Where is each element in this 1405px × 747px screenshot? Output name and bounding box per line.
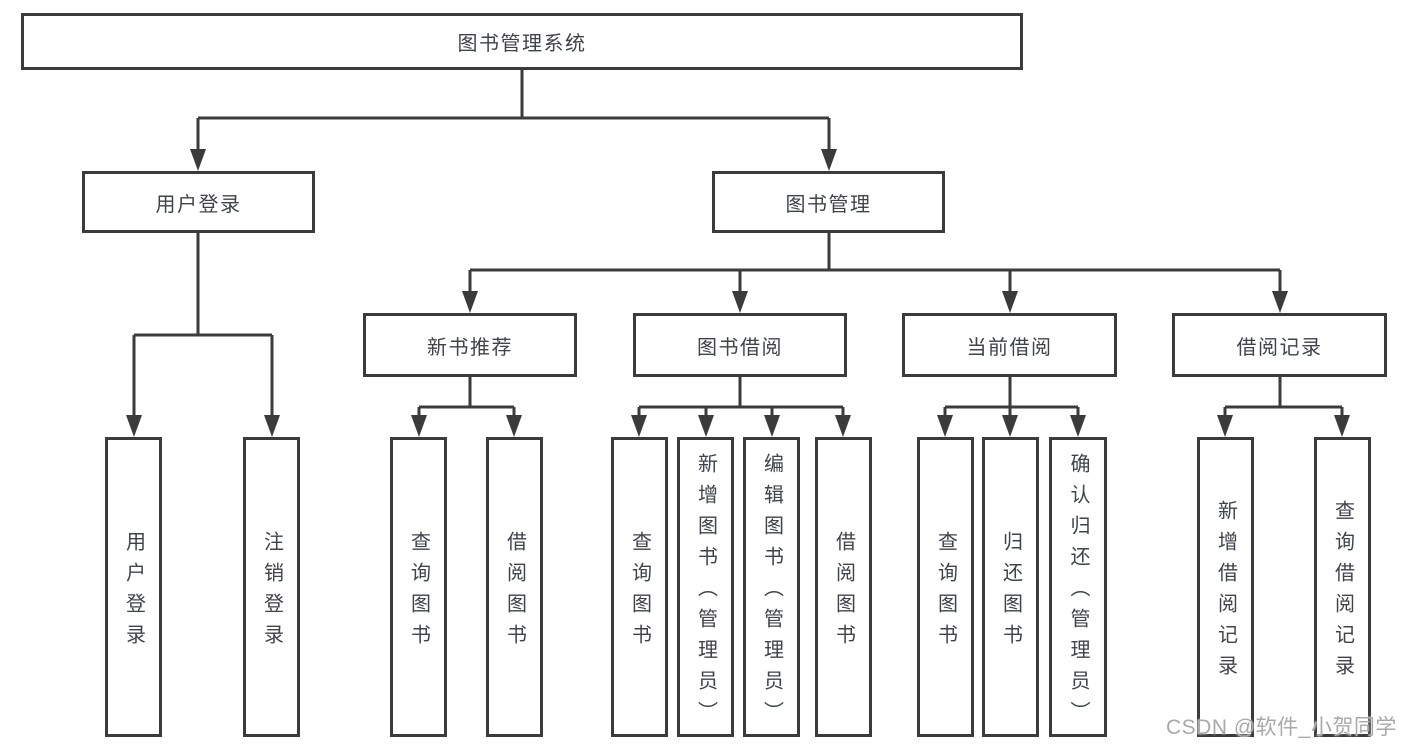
node-borrow-records: 借阅记录 — [1172, 313, 1387, 377]
leaf-current-return-books: 归还图书 — [982, 437, 1039, 737]
arrowhead-icon — [698, 415, 714, 437]
leaf-borrow-add-books-admin: 新增图书（管理员） — [677, 437, 734, 737]
node-label: 图书管理系统 — [457, 33, 587, 55]
leaf-user-login: 用户登录 — [105, 437, 162, 737]
leaf-borrow-edit-books-admin: 编辑图书（管理员） — [743, 437, 800, 737]
node-user-login-branch: 用户登录 — [82, 171, 315, 233]
arrowhead-icon — [764, 415, 780, 437]
node-label: 借阅图书 — [503, 530, 526, 655]
arrowhead-icon — [937, 415, 953, 437]
arrowhead-icon — [821, 149, 837, 171]
arrowhead-icon — [1002, 291, 1018, 313]
node-label: 图书管理 — [785, 193, 872, 216]
arrowhead-icon — [1334, 415, 1350, 437]
arrowhead-icon — [411, 415, 427, 437]
leaf-records-add-borrow-record: 新增借阅记录 — [1197, 437, 1254, 737]
connector-book-management-to-level3 — [462, 233, 1288, 313]
node-label: 查询图书 — [407, 530, 430, 655]
node-label: 新增图书（管理员） — [694, 453, 717, 732]
node-label: 当前借阅 — [966, 336, 1053, 359]
node-library-management-system: 图书管理系统 — [21, 13, 1023, 70]
leaf-logout: 注销登录 — [243, 437, 300, 737]
node-label: 新增借阅记录 — [1214, 499, 1237, 686]
connector-new-book-recommend-to-leaves — [411, 377, 522, 437]
arrowhead-icon — [462, 291, 478, 313]
arrowhead-icon — [732, 291, 748, 313]
arrowhead-icon — [126, 415, 142, 437]
node-book-management-branch: 图书管理 — [712, 171, 945, 233]
arrowhead-icon — [506, 415, 522, 437]
leaf-current-query-books: 查询图书 — [917, 437, 974, 737]
node-label: 确认归还（管理员） — [1067, 453, 1089, 732]
arrowhead-icon — [631, 415, 647, 437]
node-label: 归还图书 — [999, 530, 1022, 655]
node-label: 借阅记录 — [1236, 336, 1323, 359]
node-label: 图书借阅 — [697, 336, 783, 359]
node-label: 注销登录 — [260, 530, 283, 655]
leaf-borrow-query-books: 查询图书 — [611, 437, 668, 737]
arrowhead-icon — [1217, 415, 1233, 437]
connector-borrow-records-to-leaves — [1217, 377, 1350, 437]
node-label: 用户登录 — [122, 530, 145, 655]
node-new-book-recommend: 新书推荐 — [363, 313, 577, 377]
connector-current-borrow-to-leaves — [937, 377, 1086, 437]
node-label: 借阅图书 — [832, 530, 855, 655]
node-current-borrow: 当前借阅 — [902, 313, 1117, 377]
node-label: 新书推荐 — [427, 336, 513, 359]
node-book-borrow: 图书借阅 — [633, 313, 847, 377]
node-label: 查询图书 — [934, 530, 957, 655]
leaf-borrow-borrow-books: 借阅图书 — [815, 437, 872, 737]
arrowhead-icon — [1002, 415, 1018, 437]
leaf-records-query-borrow-record: 查询借阅记录 — [1314, 437, 1371, 737]
arrowhead-icon — [1070, 415, 1086, 437]
csdn-watermark: CSDN @软件_小贺同学 — [1166, 716, 1397, 739]
leaf-recommend-query-books: 查询图书 — [390, 437, 447, 737]
arrowhead-icon — [835, 415, 851, 437]
arrowhead-icon — [264, 415, 280, 437]
leaf-recommend-borrow-books: 借阅图书 — [486, 437, 543, 737]
node-label: 编辑图书（管理员） — [760, 453, 783, 732]
connector-book-borrow-to-leaves — [631, 377, 851, 437]
node-label: 查询借阅记录 — [1331, 499, 1354, 686]
node-label: 查询图书 — [628, 530, 651, 655]
arrowhead-icon — [1272, 291, 1288, 313]
node-label: 用户登录 — [155, 193, 242, 216]
connector-root-to-level2 — [190, 70, 837, 171]
arrowhead-icon — [190, 149, 206, 171]
connector-user-login-to-leaves — [126, 233, 280, 437]
leaf-current-confirm-return-admin: 确认归还（管理员） — [1049, 437, 1107, 737]
